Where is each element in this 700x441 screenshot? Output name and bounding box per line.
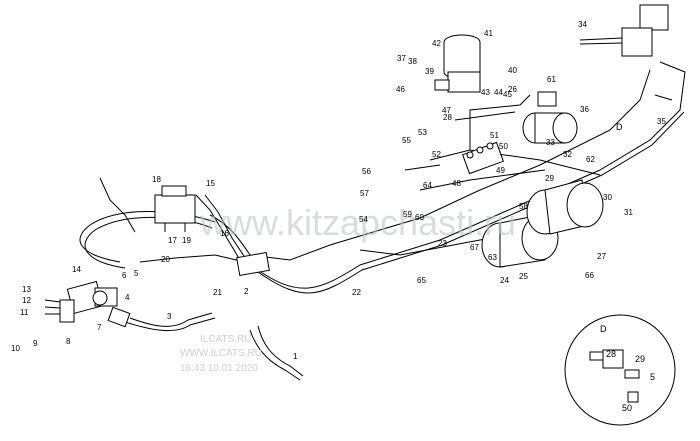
callout-27: 27 [597,252,606,261]
air-tank-rear [526,179,604,235]
callout-40: 40 [508,66,517,75]
callout-45: 45 [503,90,512,99]
central-manifold [236,251,270,277]
callout-60: 60 [415,213,424,222]
callout-51: 51 [490,131,499,140]
detail-letter: D [600,324,607,334]
callout-62: 62 [586,155,595,164]
callout-21: 21 [213,288,222,297]
callout-54: 54 [359,215,368,224]
callout-29: 29 [545,174,554,183]
callout-23: 23 [438,239,447,248]
detail-callout-50: 50 [622,403,632,413]
callout-18: 18 [152,175,161,184]
callout-34: 34 [578,20,587,29]
callout-22: 22 [352,288,361,297]
callout-4: 4 [125,293,130,302]
callout-36: 36 [580,105,589,114]
callout-56: 56 [362,167,371,176]
callout-50: 50 [499,142,508,151]
callout-53: 53 [418,128,427,137]
callout-15: 15 [206,179,215,188]
callout-1: 1 [293,352,298,361]
callout-14: 14 [72,265,81,274]
watermark-site: www.kitzapchasti.ru [199,202,516,243]
callout-66: 66 [585,271,594,280]
callout-17: 17 [168,236,177,245]
callout-47: 47 [442,106,451,115]
callout-57: 57 [360,189,369,198]
callout-28: 28 [443,113,452,122]
callout-67: 67 [470,243,479,252]
callout-42: 42 [432,39,441,48]
callout-3: 3 [167,312,172,321]
pipework [79,61,686,381]
callout-11: 11 [20,308,29,317]
callout-2: 2 [244,287,249,296]
callout-8: 8 [66,337,71,346]
callout-10: 10 [11,344,20,353]
detail-d: D 28 29 5 50 [564,314,676,426]
callout-37: 37 [397,54,406,63]
callout-19: 19 [182,236,191,245]
callout-labels: 1 2 3 4 5 6 7 8 9 10 11 12 13 14 15 16 1… [11,20,666,361]
callout-41: 41 [484,29,493,38]
callout-63: 63 [488,253,497,262]
watermark-url: WWW.ILCATS.RU [180,348,262,359]
callout-9: 9 [33,339,38,348]
callout-13: 13 [22,285,31,294]
callout-52: 52 [432,150,441,159]
four-circuit-valve [462,141,504,175]
detail-callout-5: 5 [650,372,655,382]
valve-block-18 [154,185,196,232]
detail-pointer: D [616,122,623,132]
callout-6: 6 [122,271,127,280]
callout-61: 61 [547,75,556,84]
detail-callout-29: 29 [635,354,645,364]
air-dryer-41 [434,34,481,93]
callout-16: 16 [220,229,229,238]
callout-39: 39 [425,67,434,76]
detail-callout-28: 28 [606,349,616,359]
valve-assembly-left [44,280,131,328]
callout-25: 25 [519,272,528,281]
callout-44: 44 [494,88,503,97]
callout-32: 32 [563,150,572,159]
callout-65: 65 [417,276,426,285]
callout-26: 26 [508,85,517,94]
callout-30: 30 [603,193,612,202]
callout-48: 48 [452,179,461,188]
watermark-stamp: 16:43 10.01.2020 [180,363,258,374]
air-tank-36 [522,91,578,144]
callout-58: 58 [519,202,528,211]
callout-31: 31 [624,208,633,217]
callout-24: 24 [500,276,509,285]
callout-5: 5 [134,269,139,278]
callout-7: 7 [97,323,102,332]
callout-38: 38 [408,57,417,66]
callout-46: 46 [396,85,405,94]
callout-59: 59 [403,210,412,219]
relay-valve-right [579,4,673,101]
callout-33: 33 [546,138,555,147]
watermark-source: ILCATS.RU [200,334,252,345]
callout-43: 43 [481,88,490,97]
callout-12: 12 [22,296,31,305]
callout-35: 35 [657,117,666,126]
callout-55: 55 [402,136,411,145]
callout-64: 64 [423,181,432,190]
callout-49: 49 [496,166,505,175]
callout-20: 20 [161,255,170,264]
